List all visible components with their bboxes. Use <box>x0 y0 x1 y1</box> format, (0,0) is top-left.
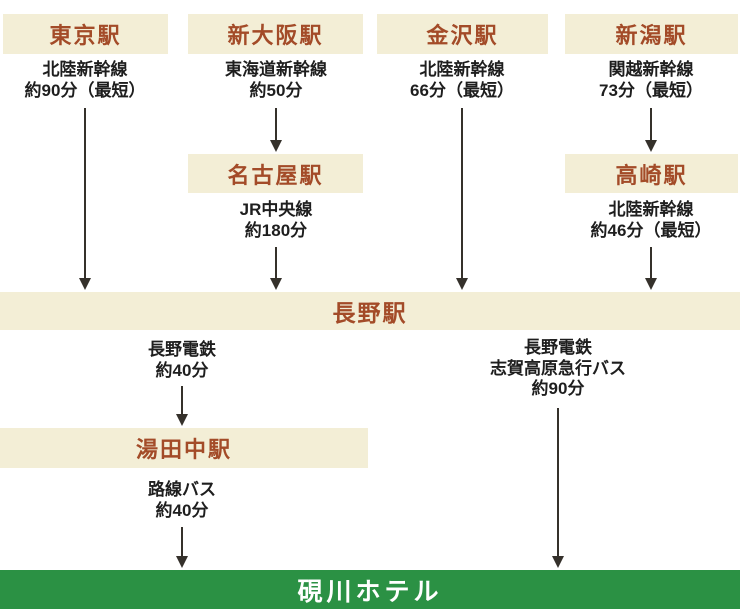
arrow-tokyo-to-nagano <box>78 108 92 290</box>
route-line-name-2: 志賀高原急行バス <box>490 358 626 378</box>
arrow-nagoya-to-nagano <box>269 247 283 290</box>
route-duration: 約40分 <box>155 500 209 520</box>
station-box-yudanaka: 湯田中駅 <box>0 428 368 468</box>
route-duration: 約90分（最短） <box>24 80 146 100</box>
station-box-niigata: 新潟駅 <box>565 14 738 54</box>
route-line-name: 北陸新幹線 <box>42 60 128 79</box>
station-bar-nagano: 長野駅 <box>0 292 740 330</box>
route-niigata-to-takasaki: 関越新幹線 73分（最短） <box>599 60 703 101</box>
station-box-takasaki: 高崎駅 <box>565 154 738 193</box>
route-duration: 約90分 <box>531 379 585 399</box>
station-box-kanazawa: 金沢駅 <box>377 14 548 54</box>
route-line-name: 路線バス <box>148 480 216 499</box>
route-duration: 約40分 <box>155 360 209 380</box>
route-shin-osaka-to-nagoya: 東海道新幹線 約50分 <box>225 60 327 101</box>
hotel-bar: 硯川ホテル <box>0 570 740 609</box>
arrow-nagano-to-hotel <box>551 408 565 568</box>
route-line-name: 関越新幹線 <box>608 60 694 79</box>
route-yudanaka-to-hotel: 路線バス 約40分 <box>148 480 216 521</box>
route-line-name: 北陸新幹線 <box>608 200 694 219</box>
route-nagano-to-yudanaka: 長野電鉄 約40分 <box>148 340 216 381</box>
route-duration: 約50分 <box>249 80 303 100</box>
route-line-name: JR中央線 <box>239 200 313 219</box>
station-box-tokyo: 東京駅 <box>3 14 168 54</box>
route-line-name: 北陸新幹線 <box>419 60 505 79</box>
arrow-niigata-to-takasaki <box>644 108 658 152</box>
route-duration: 73分（最短） <box>599 80 703 100</box>
route-nagano-to-hotel: 長野電鉄 志賀高原急行バス 約90分 <box>490 338 626 400</box>
route-duration: 約180分 <box>244 220 308 240</box>
route-nagoya-to-nagano: JR中央線 約180分 <box>240 200 313 241</box>
route-duration: 66分（最短） <box>410 80 514 100</box>
route-kanazawa-to-nagano: 北陸新幹線 66分（最短） <box>410 60 514 101</box>
arrow-takasaki-to-nagano <box>644 247 658 290</box>
arrow-kanazawa-to-nagano <box>455 108 469 290</box>
route-line-name: 東海道新幹線 <box>225 60 327 79</box>
station-box-nagoya: 名古屋駅 <box>188 154 363 193</box>
route-takasaki-to-nagano: 北陸新幹線 約46分（最短） <box>591 200 712 241</box>
route-duration: 約46分（最短） <box>590 220 712 240</box>
arrow-nagano-to-yudanaka <box>175 386 189 426</box>
station-box-shin-osaka: 新大阪駅 <box>188 14 363 54</box>
arrow-yudanaka-to-hotel <box>175 527 189 568</box>
arrow-shin-osaka-to-nagoya <box>269 108 283 152</box>
route-line-name: 長野電鉄 <box>524 338 592 357</box>
route-line-name: 長野電鉄 <box>148 340 216 359</box>
route-tokyo-to-nagano: 北陸新幹線 約90分（最短） <box>25 60 146 101</box>
